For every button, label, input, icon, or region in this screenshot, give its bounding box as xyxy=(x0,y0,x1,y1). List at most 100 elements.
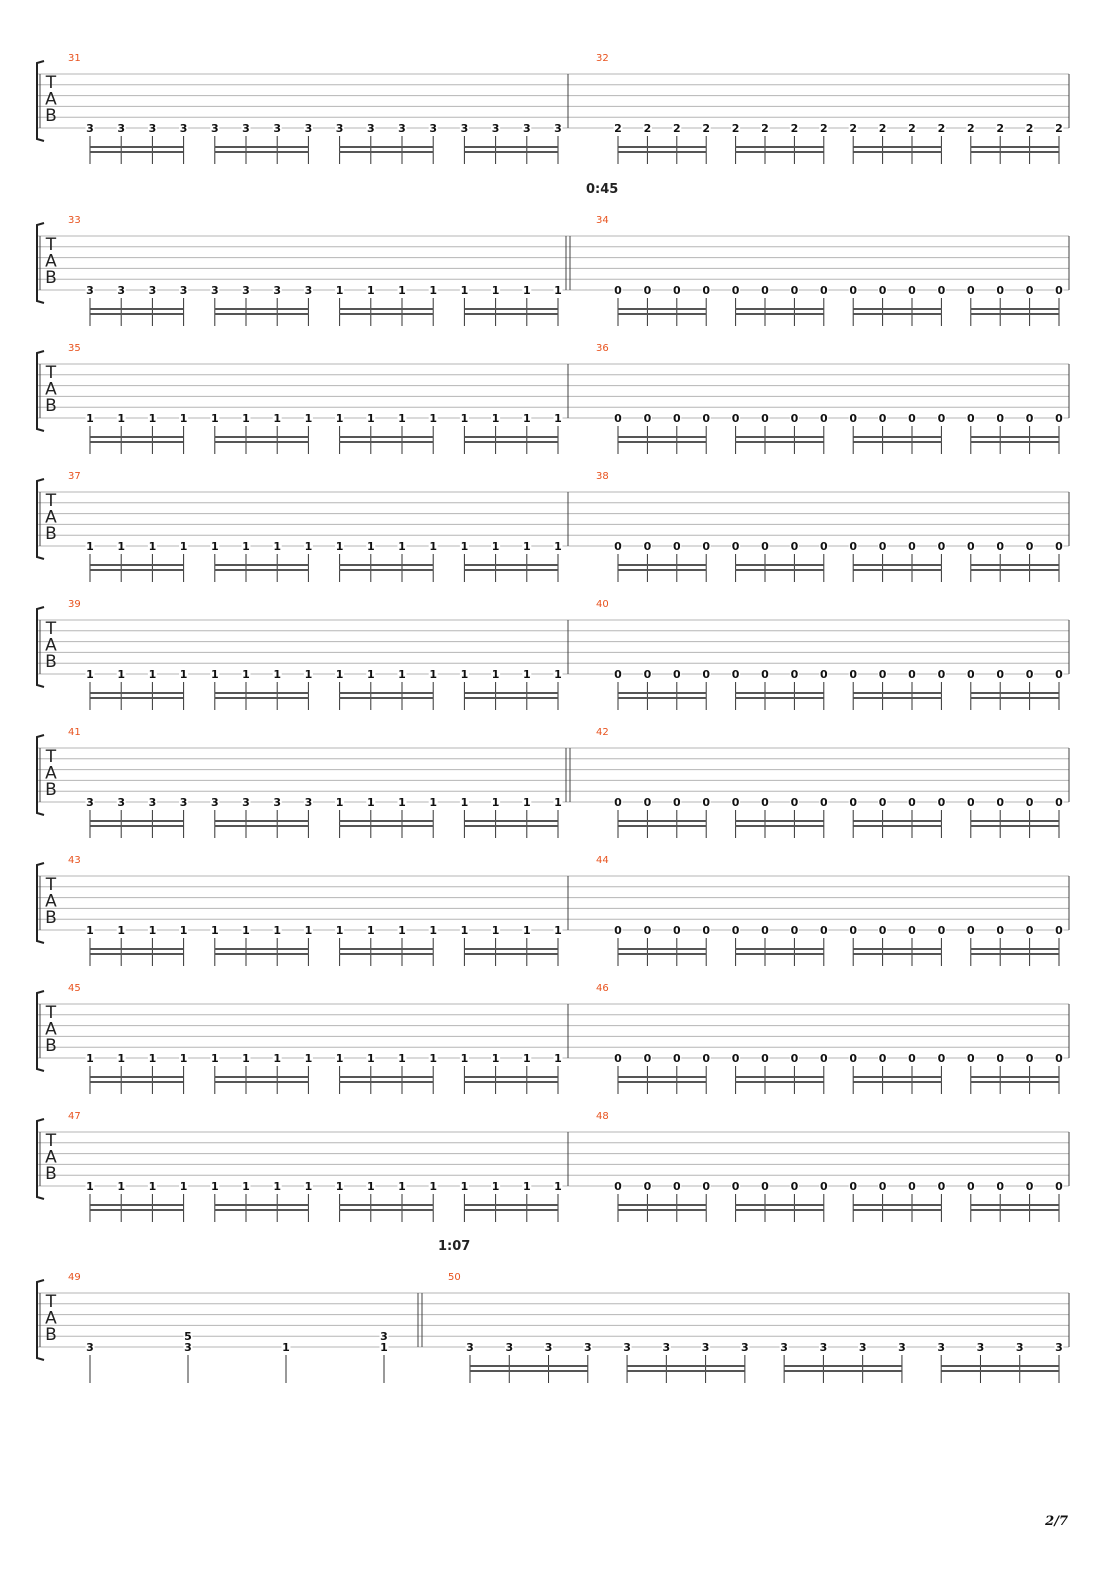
fret-bg xyxy=(613,924,623,936)
fret-bg xyxy=(522,412,532,424)
fret-bg xyxy=(241,540,251,552)
fret-number: 1 xyxy=(380,1341,388,1354)
fret-bg xyxy=(147,1052,157,1064)
page-number: 2/7 xyxy=(1045,1514,1068,1529)
measure-number: 50 xyxy=(448,1272,461,1283)
fret-number: 0 xyxy=(761,412,769,425)
fret-bg xyxy=(272,412,282,424)
tab-clef-letter: T xyxy=(45,491,57,511)
fret-bg xyxy=(241,924,251,936)
fret-number: 1 xyxy=(367,284,375,297)
fret-number: 1 xyxy=(554,668,562,681)
fret-bg xyxy=(428,540,438,552)
fret-number: 1 xyxy=(180,1180,188,1193)
fret-number: 0 xyxy=(908,924,916,937)
fret-number: 0 xyxy=(849,1052,857,1065)
fret-bg xyxy=(465,1341,475,1353)
fret-bg xyxy=(183,1341,193,1353)
tab-clef-letter: T xyxy=(45,1131,57,1151)
fret-bg xyxy=(116,1052,126,1064)
fret-bg xyxy=(907,284,917,296)
fret-bg xyxy=(147,924,157,936)
fret-number: 0 xyxy=(1026,1052,1034,1065)
fret-number: 2 xyxy=(967,122,975,135)
fret-bg xyxy=(1025,412,1035,424)
fret-number: 1 xyxy=(336,924,344,937)
fret-bg xyxy=(1025,1052,1035,1064)
fret-number: 0 xyxy=(732,284,740,297)
fret-bg xyxy=(147,412,157,424)
fret-number: 2 xyxy=(820,122,828,135)
fret-bg xyxy=(210,284,220,296)
fret-bg xyxy=(789,122,799,134)
fret-number: 1 xyxy=(336,796,344,809)
fret-number: 0 xyxy=(702,796,710,809)
fret-number: 0 xyxy=(996,924,1004,937)
fret-number: 0 xyxy=(702,1180,710,1193)
fret-bg xyxy=(907,122,917,134)
fret-bg xyxy=(613,668,623,680)
fret-bg xyxy=(491,540,501,552)
fret-number: 1 xyxy=(492,412,500,425)
fret-number: 3 xyxy=(623,1341,631,1354)
fret-number: 0 xyxy=(614,284,622,297)
fret-number: 0 xyxy=(938,540,946,553)
fret-bg xyxy=(642,284,652,296)
fret-number: 1 xyxy=(429,924,437,937)
fret-number: 0 xyxy=(820,540,828,553)
fret-bg xyxy=(966,924,976,936)
fret-bg xyxy=(672,284,682,296)
fret-number: 0 xyxy=(1055,412,1063,425)
fret-bg xyxy=(819,412,829,424)
fret-bg xyxy=(731,1180,741,1192)
tab-clef-letter: T xyxy=(45,73,57,93)
fret-number: 3 xyxy=(242,284,250,297)
fret-number: 0 xyxy=(1055,796,1063,809)
fret-bg xyxy=(731,796,741,808)
fret-bg xyxy=(335,284,345,296)
fret-bg xyxy=(428,668,438,680)
fret-number: 1 xyxy=(117,1052,125,1065)
fret-bg xyxy=(936,668,946,680)
fret-number: 0 xyxy=(1026,668,1034,681)
fret-bg xyxy=(789,284,799,296)
fret-number: 0 xyxy=(849,796,857,809)
fret-bg xyxy=(731,924,741,936)
fret-number: 0 xyxy=(820,1180,828,1193)
fret-number: 0 xyxy=(644,924,652,937)
fret-bg xyxy=(966,668,976,680)
fret-number: 1 xyxy=(282,1341,290,1354)
fret-number: 1 xyxy=(367,412,375,425)
fret-number: 1 xyxy=(492,540,500,553)
fret-number: 0 xyxy=(1055,1052,1063,1065)
fret-number: 0 xyxy=(614,1180,622,1193)
tab-clef-letter: B xyxy=(45,780,57,800)
fret-number: 1 xyxy=(305,1180,313,1193)
fret-number: 0 xyxy=(967,284,975,297)
fret-number: 3 xyxy=(184,1341,192,1354)
fret-bg xyxy=(428,1180,438,1192)
tab-clef-letter: A xyxy=(45,252,57,272)
fret-bg xyxy=(701,284,711,296)
fret-number: 1 xyxy=(273,924,281,937)
fret-bg xyxy=(613,122,623,134)
fret-bg xyxy=(789,1180,799,1192)
fret-bg xyxy=(85,284,95,296)
fret-bg xyxy=(848,796,858,808)
fret-number: 0 xyxy=(1055,1180,1063,1193)
fret-bg xyxy=(760,1052,770,1064)
fret-number: 0 xyxy=(761,924,769,937)
fret-bg xyxy=(1025,284,1035,296)
fret-bg xyxy=(553,412,563,424)
fret-bg xyxy=(878,924,888,936)
fret-number: 1 xyxy=(554,412,562,425)
fret-bg xyxy=(272,1052,282,1064)
fret-bg xyxy=(1054,412,1064,424)
fret-number: 3 xyxy=(429,122,437,135)
fret-bg xyxy=(966,1052,976,1064)
fret-bg xyxy=(642,668,652,680)
fret-bg xyxy=(1054,796,1064,808)
fret-number: 1 xyxy=(492,668,500,681)
fret-number: 1 xyxy=(336,1180,344,1193)
fret-bg xyxy=(335,122,345,134)
